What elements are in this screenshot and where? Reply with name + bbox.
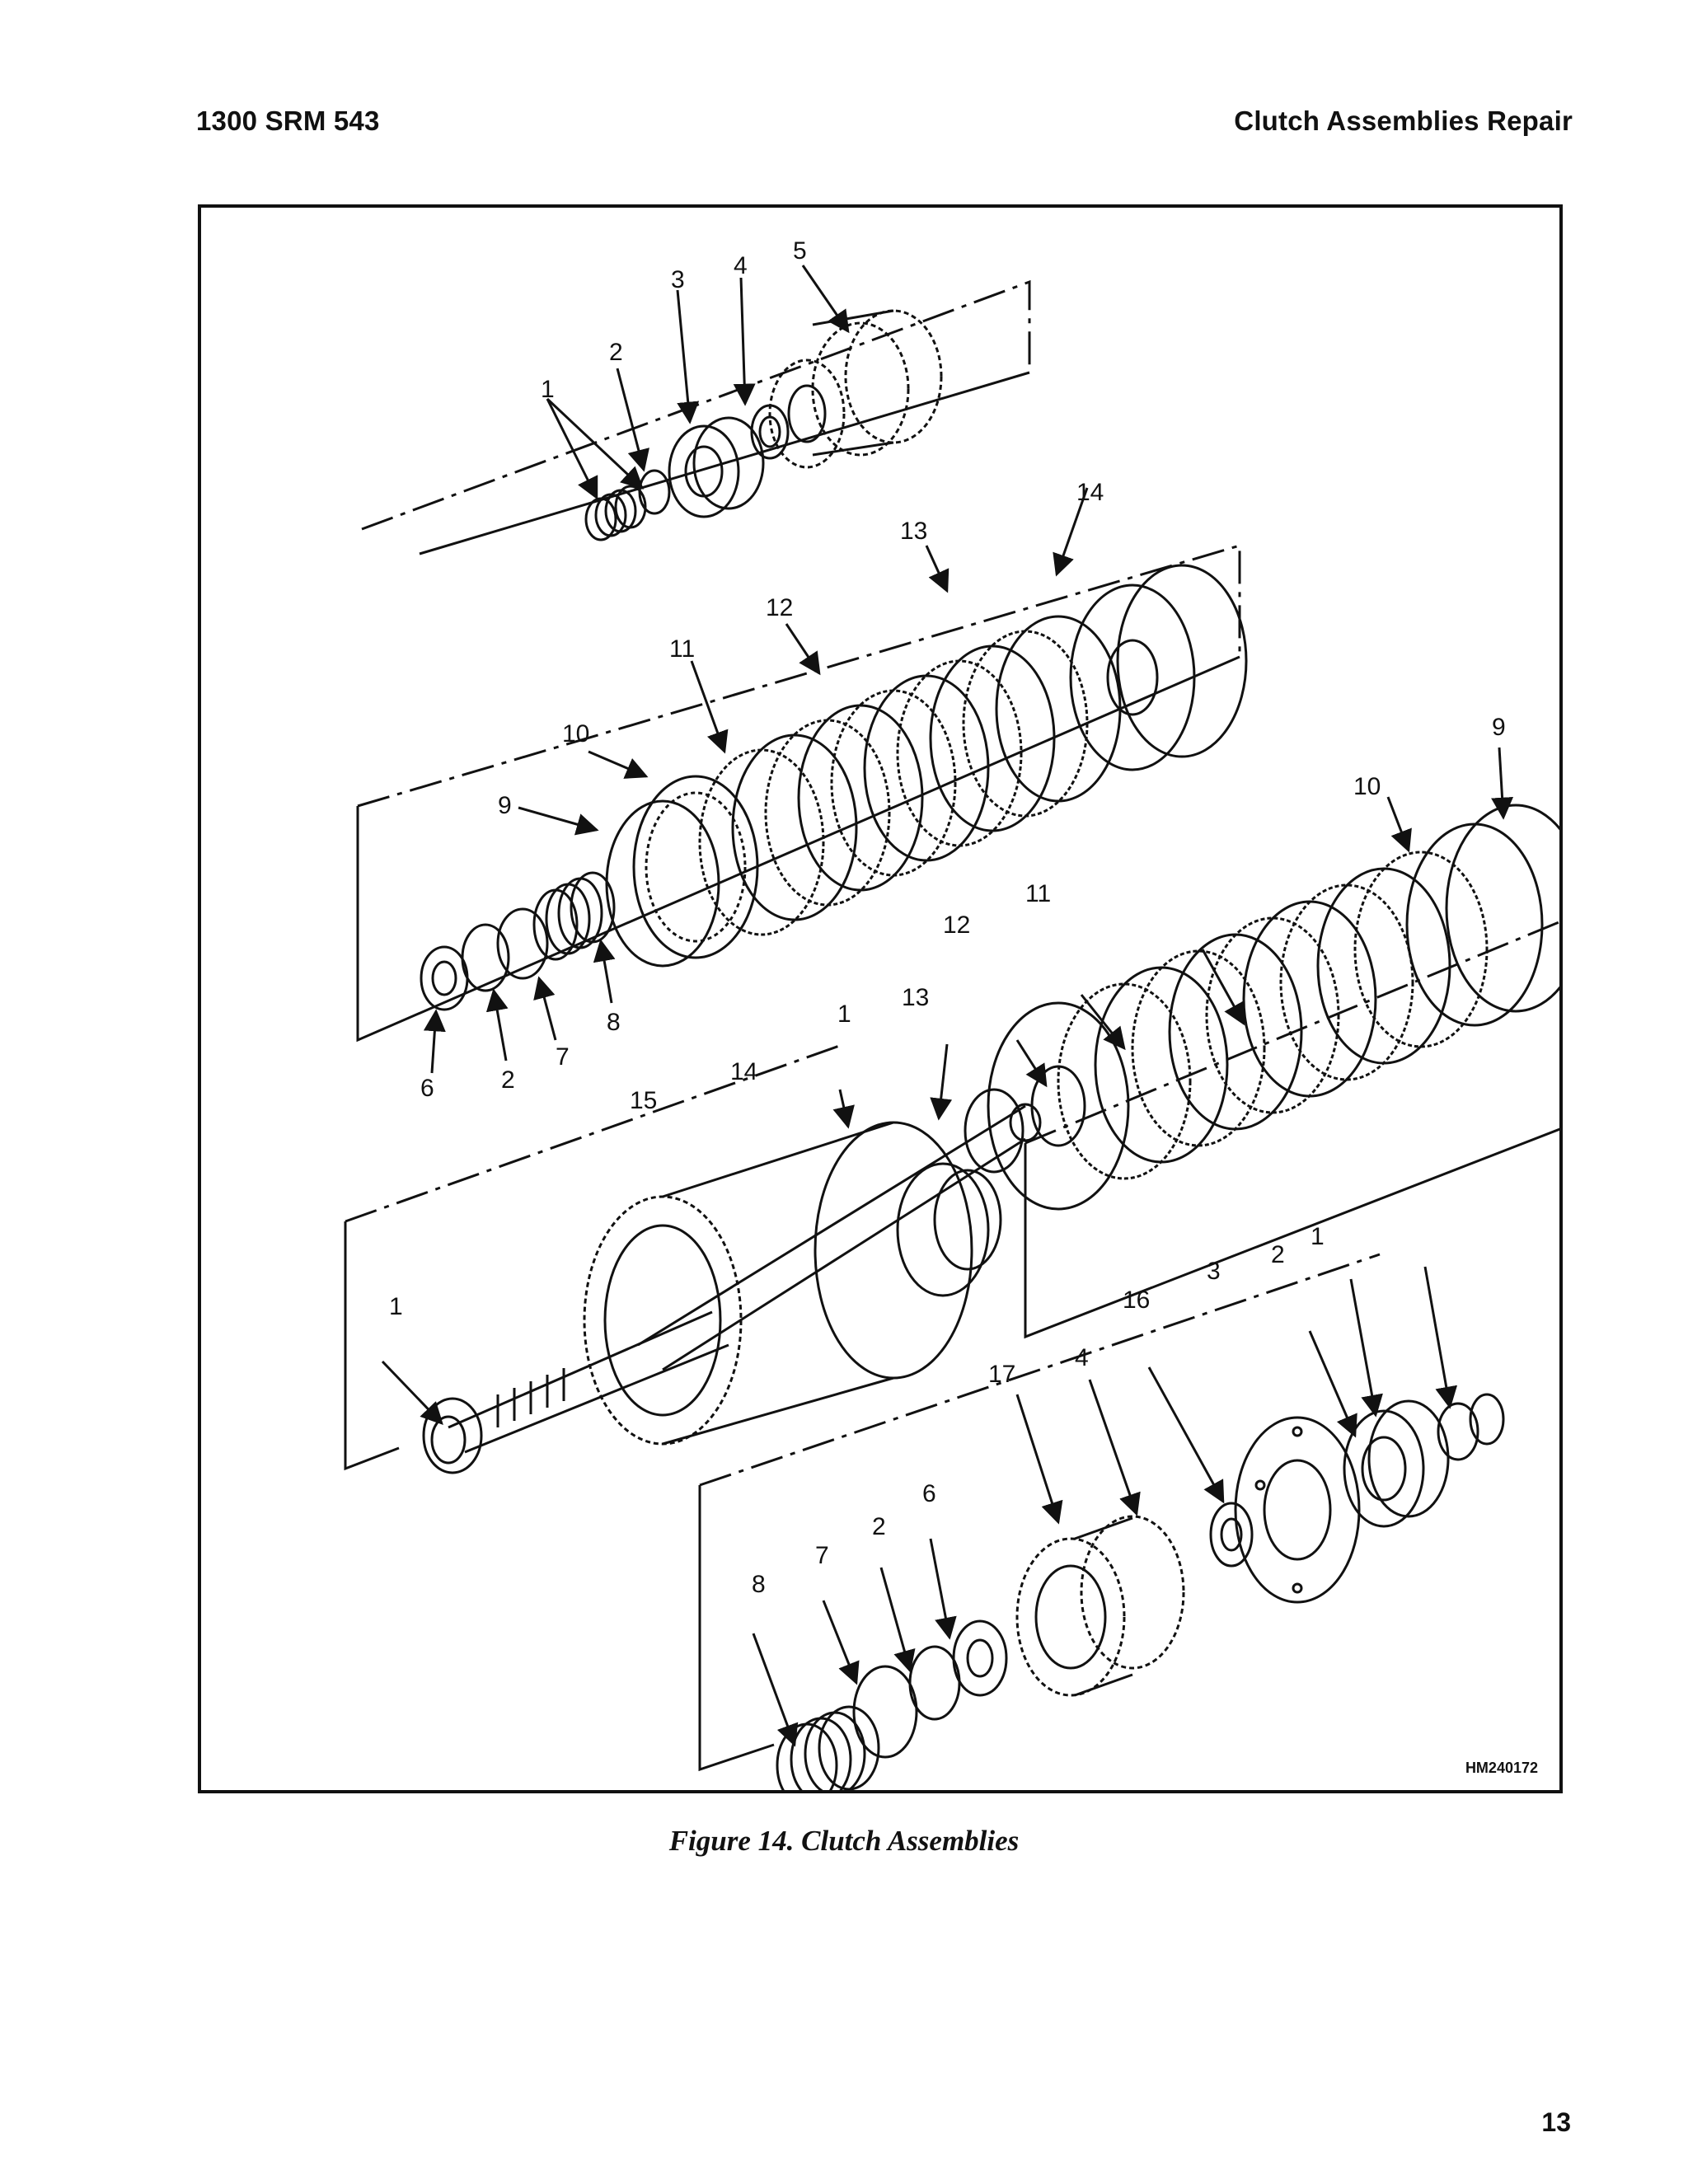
- callout-label: 1: [1311, 1223, 1325, 1250]
- callout-label: 8: [607, 1009, 621, 1036]
- callout-label: 12: [766, 594, 793, 621]
- bearing-3-top: [668, 416, 765, 518]
- assembly-housing-boundary: [344, 1043, 845, 1471]
- callout-labels-group-3: 1 13 12 11 10 9: [837, 714, 1506, 1028]
- snap-ring-9-mid: [605, 799, 720, 968]
- retainer-plate-16: [1234, 1416, 1361, 1604]
- clutch-housing-15: [583, 1121, 1002, 1446]
- callout-label: 11: [1025, 880, 1051, 907]
- snap-ring-2-mid: [461, 923, 510, 992]
- seal-ring-14-mid: [1116, 564, 1248, 758]
- callout-labels-group-2: 6 2 7 8 9 10 11 12 13 14: [420, 479, 1104, 1102]
- bearing-3-bottom: [1343, 1399, 1450, 1528]
- header-doc-id: 1300 SRM 543: [196, 105, 380, 136]
- callout-label: 5: [793, 237, 807, 265]
- callout-label: 6: [922, 1480, 936, 1507]
- callout-label: 7: [815, 1542, 829, 1569]
- callout-label: 12: [943, 912, 970, 939]
- snap-ring-9-right: [1445, 804, 1559, 1013]
- callout-label: 1: [837, 1001, 851, 1028]
- ring-7-bottom: [852, 1665, 918, 1759]
- spring-1-top: [584, 485, 647, 541]
- callout-labels-group-5: 8 7 2 6 17 4 16 3 2 1: [752, 1223, 1325, 1598]
- washer-6-bottom: [952, 1619, 1008, 1697]
- figure-caption: Figure 14. Clutch Assemblies: [668, 1825, 1020, 1857]
- callout-label: 1: [541, 376, 555, 403]
- callout-label: 10: [1353, 773, 1381, 800]
- washer-6-mid: [420, 945, 469, 1011]
- callout-label: 2: [1271, 1241, 1285, 1268]
- callout-label: 6: [420, 1075, 434, 1102]
- assembly-right-boundary: [1024, 921, 1559, 1339]
- callout-label: 14: [1076, 479, 1104, 506]
- callout-label: 16: [1123, 1286, 1150, 1314]
- callout-label: 2: [501, 1066, 515, 1094]
- callout-label: 13: [902, 984, 929, 1011]
- callout-label: 8: [752, 1571, 766, 1598]
- figure-id: HM240172: [1465, 1760, 1538, 1776]
- snap-ring-2-bottom-right: [1437, 1402, 1479, 1461]
- page-number: 13: [1541, 2107, 1571, 2137]
- callout-labels-group-4: 15 14 1: [389, 1058, 757, 1320]
- piston-13-mid: [1069, 583, 1196, 771]
- assembly-top-boundary: [361, 279, 1031, 555]
- snap-ring-2-bottom: [908, 1645, 961, 1721]
- clutch-plates-12-11-right: [1057, 851, 1489, 1180]
- callout-label: 13: [900, 518, 927, 545]
- clutch-drum-10-mid: [632, 775, 759, 959]
- header-section-title: Clutch Assemblies Repair: [1234, 105, 1573, 136]
- callout-label: 3: [1207, 1258, 1221, 1285]
- assembly-bottom-boundary: [698, 1253, 1381, 1772]
- exploded-diagram: 1 2 3 4 5 6 2 7 8 9 10 11 12 13 14 1 13 …: [344, 237, 1559, 1790]
- callout-label: 17: [988, 1361, 1015, 1388]
- snap-ring-2-top: [638, 469, 671, 515]
- shaft-15: [430, 1103, 1042, 1465]
- callout-label: 3: [671, 266, 685, 293]
- callout-label: 11: [669, 635, 695, 663]
- snap-ring-1-bottom-right: [1469, 1393, 1505, 1446]
- callout-label: 4: [734, 252, 748, 279]
- callout-label: 4: [1075, 1344, 1089, 1371]
- callout-label: 10: [562, 720, 589, 748]
- gear-17-bottom: [1015, 1515, 1185, 1697]
- callout-label: 1: [389, 1293, 403, 1320]
- callout-label: 2: [609, 339, 623, 366]
- piston-13-right: [987, 1001, 1130, 1211]
- callout-label: 2: [872, 1513, 886, 1540]
- figure-frame: 1 2 3 4 5 6 2 7 8 9 10 11 12 13 14 1 13 …: [198, 204, 1563, 1793]
- clutch-plates-11-12-mid: [698, 615, 1122, 936]
- callout-label: 9: [1492, 714, 1506, 741]
- callout-label: 7: [556, 1043, 570, 1071]
- gear-5-top: [768, 309, 943, 469]
- callout-label: 15: [630, 1087, 657, 1114]
- callout-label: 9: [498, 792, 512, 819]
- snap-ring-1-right: [964, 1088, 1025, 1174]
- callout-labels-group-1: 1 2 3 4 5: [541, 237, 807, 403]
- spring-8-mid: [532, 871, 616, 961]
- callout-label: 14: [730, 1058, 757, 1085]
- washer-4-bottom: [1209, 1502, 1254, 1568]
- clutch-drum-10-right: [1405, 823, 1544, 1027]
- ring-7-mid: [496, 907, 549, 980]
- snap-ring-1-housing: [422, 1397, 483, 1474]
- spring-8-bottom: [776, 1705, 880, 1790]
